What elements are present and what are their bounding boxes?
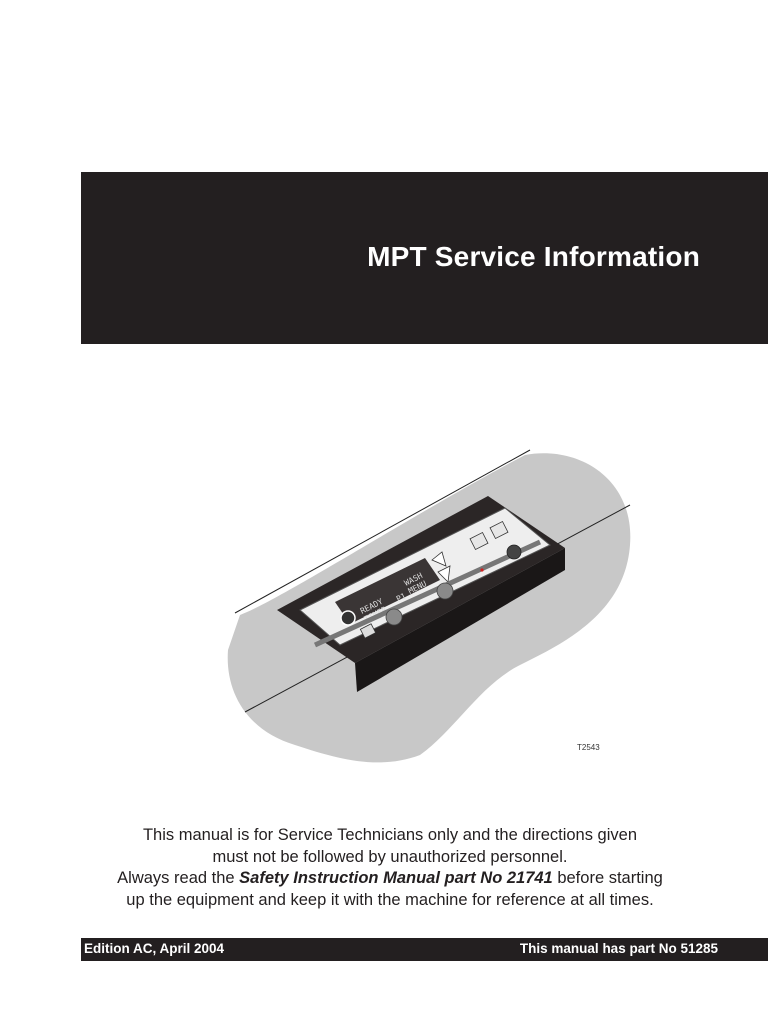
- display-text-middle: P1: [395, 591, 408, 603]
- drain-icon: [469, 531, 489, 551]
- program-icon: [489, 520, 509, 540]
- notice-line-1: This manual is for Service Technicians o…: [142, 826, 638, 844]
- notice-line-4: up the equipment and keep it with the ma…: [126, 890, 654, 909]
- stop-icon: [359, 623, 377, 639]
- document-title: MPT Service Information: [367, 241, 700, 272]
- down-arrow-icon: [437, 565, 451, 583]
- figure-code: T2543: [577, 743, 600, 752]
- panel-button-1: [385, 608, 403, 626]
- indicator-led: [480, 568, 484, 572]
- part-number-label: This manual has part No 51285: [519, 941, 718, 956]
- notice-line-2: must not be followed by unauthorized per…: [212, 847, 568, 866]
- edition-label: Edition AC, April 2004: [84, 941, 225, 956]
- control-panel-illustration: READY TIMER P1 WASH MENU: [227, 449, 631, 763]
- power-icon: [340, 610, 356, 626]
- notice-line-3-suffix: before starting: [552, 869, 663, 887]
- panel-button-2: [436, 582, 454, 600]
- notice-line-3: Always read the Safety Instruction Manua…: [60, 868, 720, 890]
- footer-band: Edition AC, April 2004 This manual has p…: [81, 938, 768, 961]
- safety-manual-reference: Safety Instruction Manual part No 21741: [239, 869, 553, 887]
- title-band: MPT Service Information: [81, 172, 768, 344]
- display-window: [335, 558, 440, 624]
- panel-front-lip: [355, 548, 565, 692]
- notice-paragraph: This manual is for Service Technicians o…: [60, 825, 720, 911]
- help-icon: [506, 544, 522, 560]
- surface-edge-top: [234, 449, 531, 614]
- up-arrow-icon: [431, 551, 447, 567]
- notice-line-3-prefix: Always read the: [117, 869, 240, 887]
- button-rail: [313, 539, 542, 648]
